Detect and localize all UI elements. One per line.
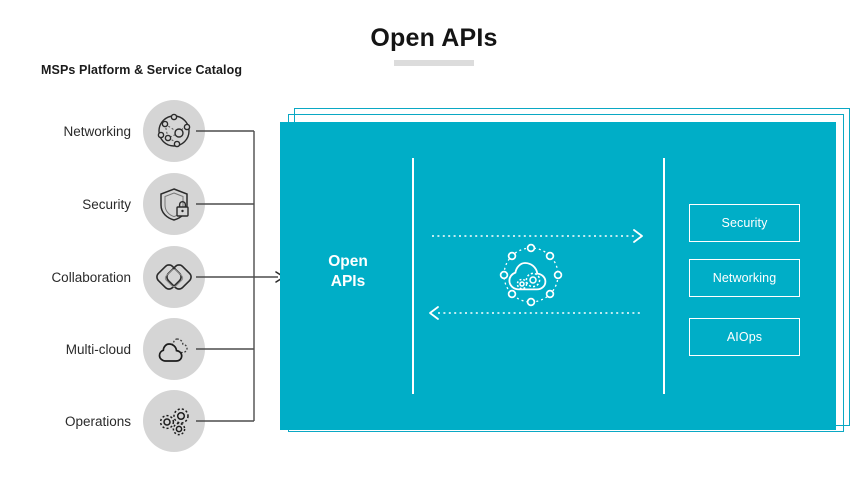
service-chip-networking[interactable]: Networking — [689, 259, 800, 297]
catalog-item-multi-cloud[interactable]: Multi-cloud — [20, 318, 205, 380]
service-chip-security[interactable]: Security — [689, 204, 800, 242]
two-clouds-icon — [143, 318, 205, 380]
panel-divider-right — [663, 158, 665, 394]
panel-divider-left — [412, 158, 414, 394]
catalog-item-label: Networking — [63, 123, 131, 139]
panel-open-apis-label: Open APIs — [300, 252, 396, 292]
catalog-item-networking[interactable]: Networking — [20, 100, 205, 162]
service-chip-label: Security — [721, 216, 768, 230]
catalog-item-label: Collaboration — [51, 269, 131, 285]
network-nodes-icon — [143, 100, 205, 162]
flow-arrow-right — [432, 228, 646, 249]
catalog-item-collaboration[interactable]: Collaboration — [20, 246, 205, 308]
catalog-item-label: Multi-cloud — [65, 341, 131, 357]
service-chip-aiops[interactable]: AIOps — [689, 318, 800, 356]
flow-arrow-left — [424, 305, 640, 326]
catalog-to-panel-connector — [196, 110, 286, 445]
title-underline-rule — [394, 60, 474, 66]
panel-open-apis-line1: Open — [328, 253, 368, 270]
overlapping-diamonds-icon — [143, 246, 205, 308]
gears-icon — [143, 390, 205, 452]
catalog-heading: MSPs Platform & Service Catalog — [41, 63, 243, 77]
page-title: Open APIs — [370, 24, 498, 52]
service-chip-label: Networking — [712, 271, 777, 285]
catalog-item-security[interactable]: Security — [20, 173, 205, 235]
catalog-item-label: Operations — [64, 413, 131, 429]
cloud-gears-network-icon — [493, 237, 569, 318]
catalog-item-operations[interactable]: Operations — [20, 390, 205, 452]
service-chip-label: AIOps — [726, 330, 763, 344]
shield-lock-icon — [143, 173, 205, 235]
panel-open-apis-line2: APIs — [330, 273, 366, 290]
catalog-item-label: Security — [82, 196, 131, 212]
